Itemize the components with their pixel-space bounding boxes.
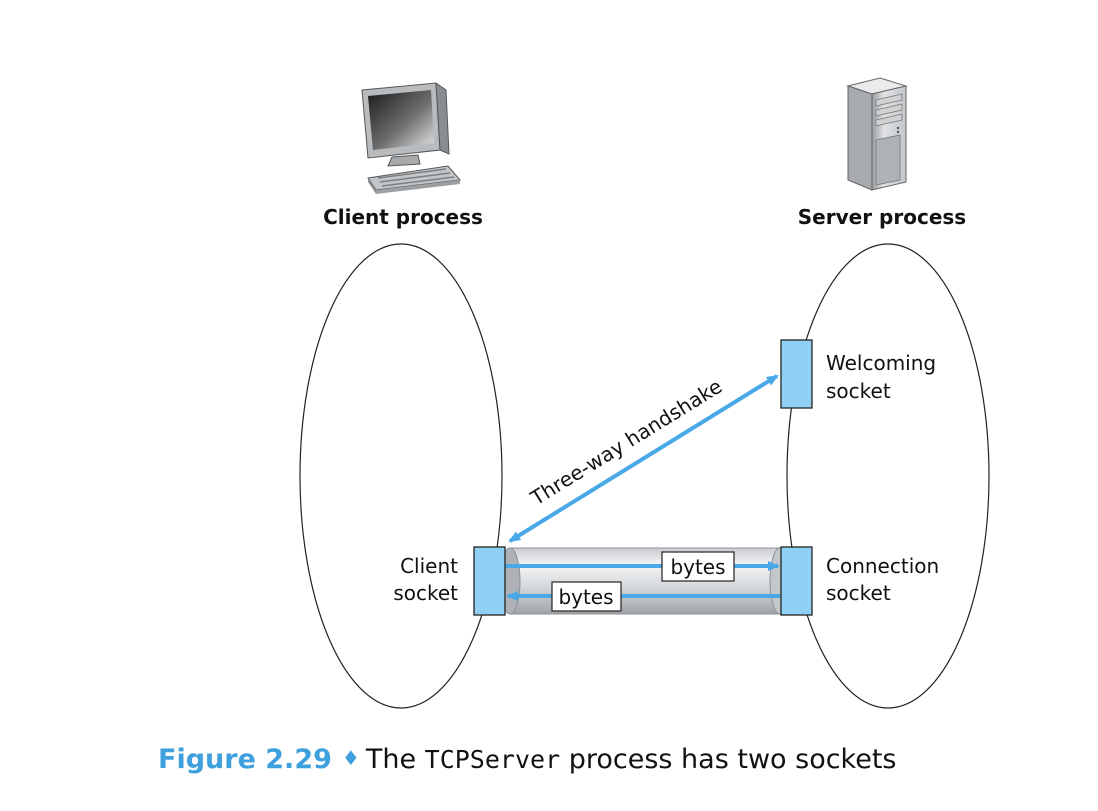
desktop-computer-icon	[361, 81, 461, 194]
server-process-label: Server process	[798, 205, 966, 229]
welcoming-socket	[780, 339, 813, 409]
caption-text-post: process has two sockets	[560, 744, 897, 775]
caption-code: TCPServer	[424, 745, 561, 774]
client-socket-label-line1: Client	[400, 554, 458, 578]
client-socket-label-line2: socket	[393, 581, 458, 605]
connection-socket	[780, 546, 813, 616]
server-process-boundary	[786, 243, 990, 709]
diamond-icon: ♦	[341, 746, 360, 770]
figure-caption: Figure 2.29 ♦The TCPServer process has tw…	[158, 744, 897, 784]
connection-pipe	[499, 547, 791, 615]
tower-server-icon	[846, 77, 908, 191]
caption-text-pre: The	[365, 744, 425, 775]
connection-socket-label-line2: socket	[826, 581, 891, 605]
welcoming-socket-label-line2: socket	[826, 379, 891, 403]
welcoming-socket-label-line1: Welcoming	[826, 351, 936, 375]
handshake-arrow	[508, 374, 779, 543]
handshake-label: Three-way handshake	[526, 374, 727, 511]
bytes-label-to-client: bytes	[558, 585, 613, 609]
connection-socket-label-line1: Connection	[826, 554, 939, 578]
client-process-label: Client process	[323, 205, 483, 229]
figure-number: Figure 2.29	[158, 744, 332, 775]
client-socket	[473, 546, 506, 616]
bytes-label-to-server: bytes	[670, 555, 725, 579]
client-process-boundary	[299, 243, 503, 709]
